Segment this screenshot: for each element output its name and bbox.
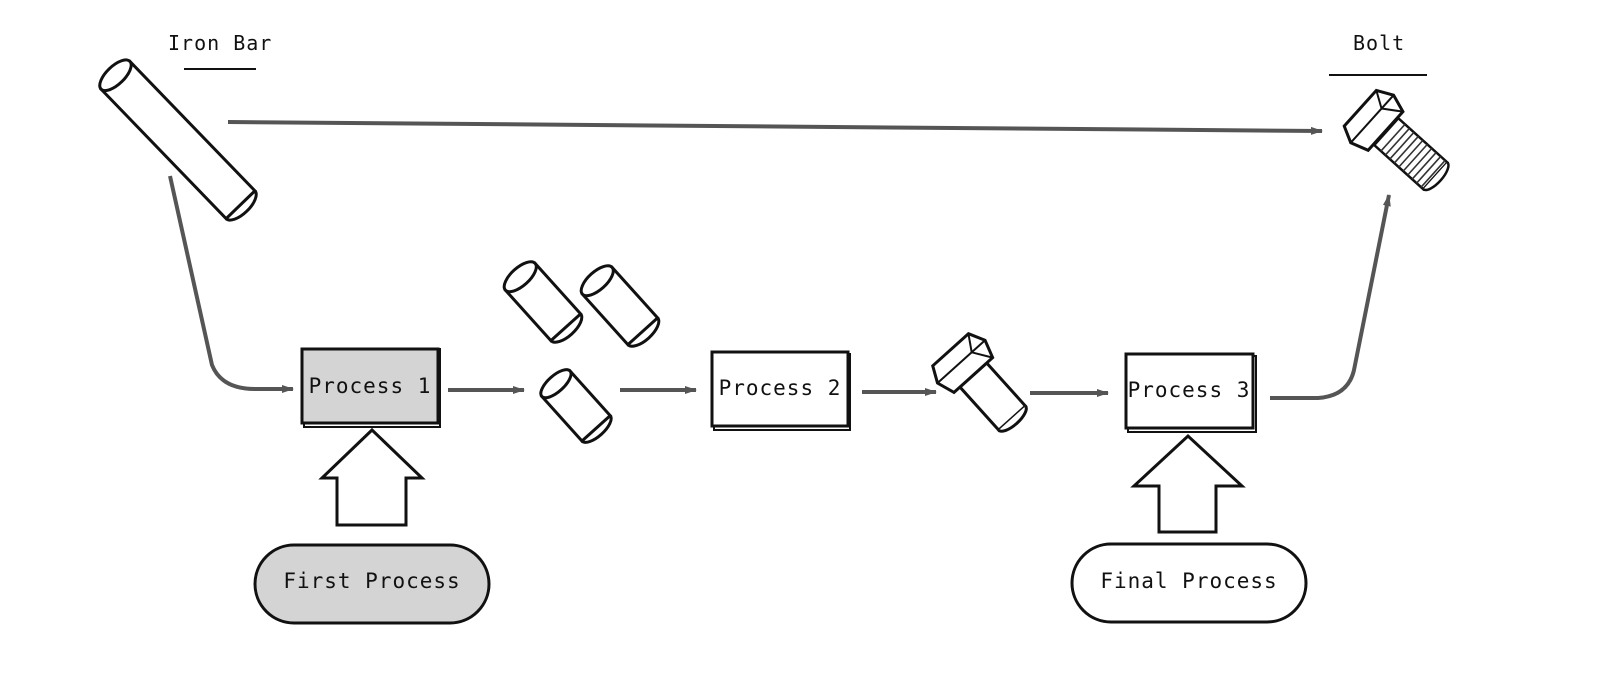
direct-arrow — [227, 120, 1323, 135]
process-1-box: Process 1 — [300, 347, 441, 428]
process-2-label: Process 2 — [719, 376, 842, 400]
first-process-terminal: First Process — [253, 543, 491, 625]
first-process-label: First Process — [283, 569, 460, 593]
finished-bolt-icon — [1342, 88, 1450, 192]
input-up-arrow-final — [1130, 433, 1246, 534]
cut-piece-icon — [502, 260, 584, 344]
process-3-label: Process 3 — [1128, 378, 1251, 402]
iron-bar-to-process1-arrow — [168, 175, 294, 393]
final-process-label: Final Process — [1100, 569, 1277, 593]
cut-piece-icon — [579, 264, 661, 348]
process-1-label: Process 1 — [309, 374, 432, 398]
iron-bar-icon — [98, 58, 258, 222]
process-2-box: Process 2 — [710, 350, 851, 431]
iron-bar-label: Iron Bar — [168, 31, 272, 55]
headed-blank-icon — [931, 331, 1028, 433]
input-up-arrow-first — [318, 427, 426, 527]
final-process-terminal: Final Process — [1070, 542, 1308, 624]
cut-piece-icon — [539, 368, 613, 444]
bolt-label: Bolt — [1353, 31, 1405, 55]
process3-to-bolt-arrow — [1270, 194, 1391, 400]
process-3-box: Process 3 — [1124, 352, 1257, 433]
